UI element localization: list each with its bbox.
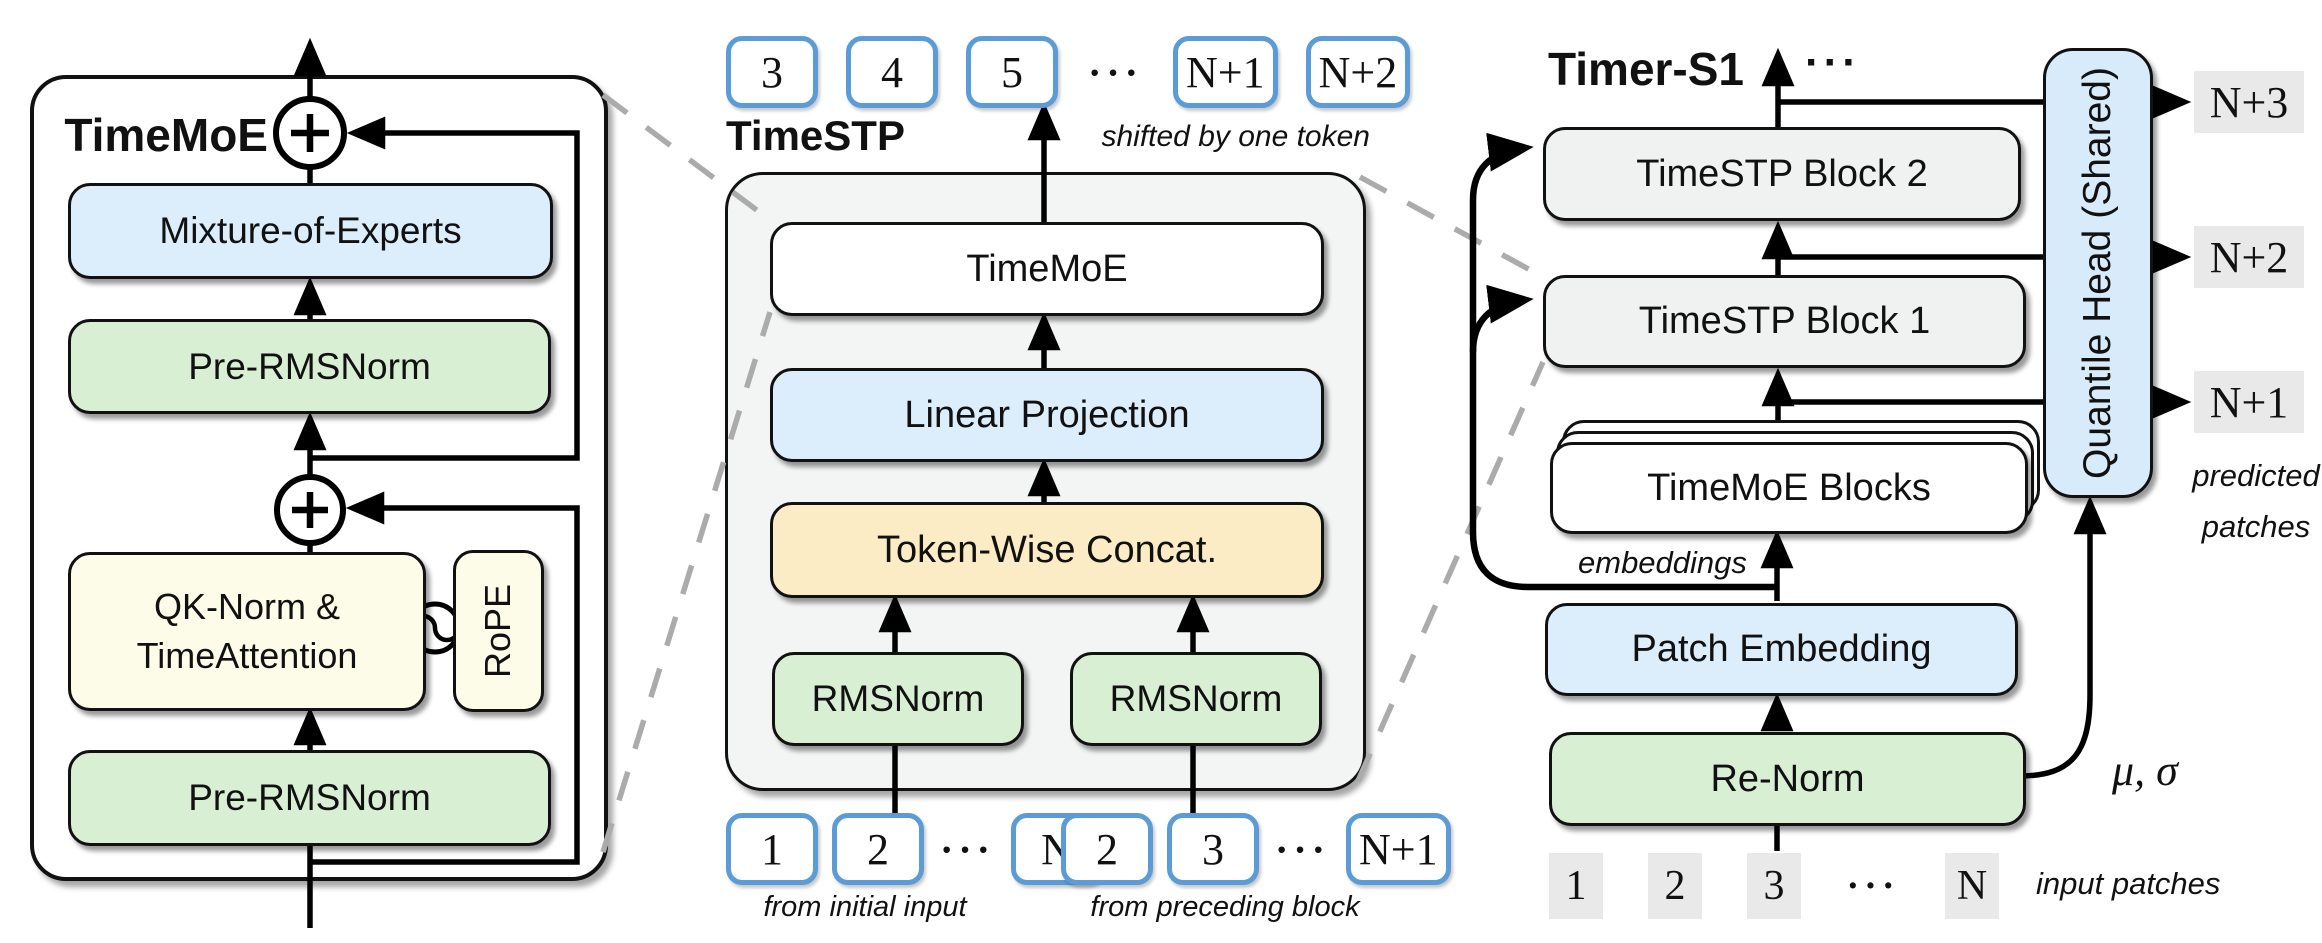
linear-projection-box: Linear Projection (770, 368, 1324, 462)
input-token: 1 (726, 813, 818, 885)
predicted-label-line2: patches (2201, 509, 2311, 545)
output-token: 3 (726, 36, 818, 108)
rmsnorm-right-box: RMSNorm (1070, 652, 1322, 746)
input-token: 3 (1167, 813, 1259, 885)
embeddings-label: embeddings (1578, 545, 1747, 580)
predicted-patches-label: predicted patches (2190, 450, 2322, 552)
timestp-block2-box: TimeSTP Block 2 (1543, 127, 2021, 221)
timestp-block1-label: TimeSTP Block 1 (1638, 300, 1931, 342)
input-patches-label: input patches (2036, 866, 2221, 901)
pre-rmsnorm-top-label: Pre-RMSNorm (188, 345, 431, 387)
pre-rmsnorm-bottom-box: Pre-RMSNorm (68, 750, 551, 846)
input-patch: 2 (1648, 853, 1702, 919)
mixture-of-experts-label: Mixture-of-Experts (159, 210, 462, 251)
predicted-label-line1: predicted (2192, 458, 2320, 493)
qk-norm-timeattention-box: QK-Norm & TimeAttention (68, 552, 426, 711)
input-patch: 1 (1549, 853, 1603, 919)
from-initial-input-label: from initial input (763, 891, 967, 923)
timer-s1-ellipsis: ··· (1805, 38, 1861, 87)
quantile-head-box: Quantile Head (Shared) (2043, 48, 2153, 498)
timemoe-inner-label: TimeMoE (966, 247, 1128, 290)
rope-box: RoPE (453, 550, 544, 712)
timeattention-label: TimeAttention (136, 634, 358, 676)
output-token: 4 (846, 36, 938, 108)
ellipsis: ··· (940, 826, 996, 872)
timemoe-inner-box: TimeMoE (770, 222, 1324, 316)
timer-s1-title: Timer-S1 (1548, 43, 1745, 95)
input-patch: N (1945, 853, 1999, 919)
input-token: 2 (832, 813, 924, 885)
qk-norm-label: QK-Norm & (153, 585, 340, 627)
predicted-patch-n1: N+1 (2194, 371, 2304, 433)
input-token: N+1 (1346, 813, 1451, 885)
token-wise-concat-label: Token-Wise Concat. (876, 528, 1217, 571)
timestp-block2-label: TimeSTP Block 2 (1636, 152, 1928, 195)
output-token: N+1 (1173, 36, 1278, 108)
linear-projection-label: Linear Projection (904, 393, 1190, 436)
renorm-label: Re-Norm (1710, 757, 1865, 800)
rope-label: RoPE (477, 583, 519, 679)
timemoe-blocks-label: TimeMoE Blocks (1647, 466, 1931, 509)
mu-sigma-label: μ, σ (2112, 746, 2178, 795)
predicted-patch-n2: N+2 (2194, 226, 2304, 288)
ellipsis: ··· (1846, 865, 1900, 907)
timestp-panel-title: TimeSTP (726, 112, 905, 159)
timemoe-blocks-box: TimeMoE Blocks (1550, 442, 2028, 534)
rmsnorm-left-box: RMSNorm (772, 652, 1024, 746)
shifted-note: shifted by one token (1101, 120, 1370, 153)
token-wise-concat-box: Token-Wise Concat. (770, 502, 1324, 598)
pre-rmsnorm-top-box: Pre-RMSNorm (68, 319, 551, 414)
patch-embedding-box: Patch Embedding (1545, 603, 2018, 696)
timemoe-panel-title: TimeMoE (64, 109, 268, 161)
quantile-head-label: Quantile Head (Shared) (2076, 67, 2119, 479)
ellipsis: ··· (1088, 49, 1144, 95)
rmsnorm-right-label: RMSNorm (1109, 678, 1283, 719)
pre-rmsnorm-bottom-label: Pre-RMSNorm (188, 777, 431, 818)
mixture-of-experts-box: Mixture-of-Experts (68, 183, 553, 279)
from-preceding-block-label: from preceding block (1090, 891, 1360, 923)
output-token: 5 (966, 36, 1058, 108)
patch-embedding-label: Patch Embedding (1631, 628, 1932, 670)
input-token: 2 (1061, 813, 1153, 885)
output-token: N+2 (1305, 36, 1411, 108)
timestp-block1-box: TimeSTP Block 1 (1543, 275, 2026, 368)
ellipsis: ··· (1275, 826, 1331, 872)
input-patch: 3 (1747, 853, 1801, 919)
rmsnorm-left-label: RMSNorm (811, 678, 985, 719)
renorm-box: Re-Norm (1549, 732, 2026, 826)
predicted-patch-n3: N+3 (2194, 71, 2304, 133)
